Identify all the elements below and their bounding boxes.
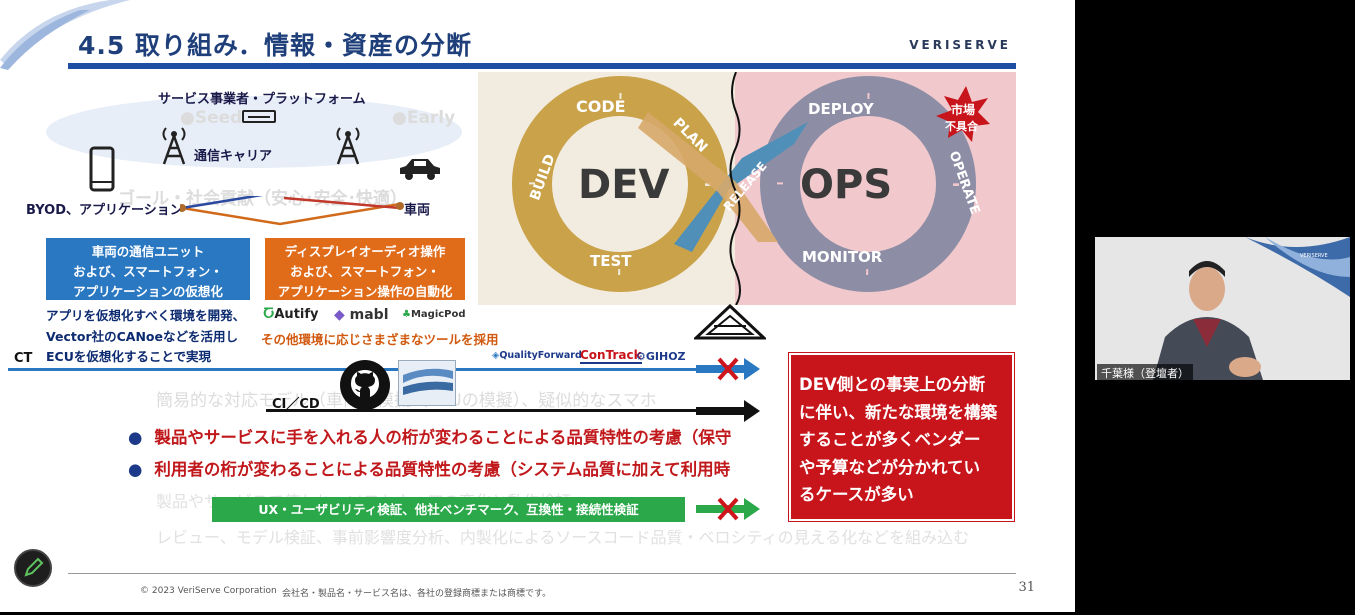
- svg-text:DEPLOY: DEPLOY: [808, 100, 875, 118]
- pencil-icon: [24, 557, 44, 577]
- svg-text:TEST: TEST: [590, 252, 632, 270]
- slide-title: 4.5 取り組み．情報・資産の分断: [78, 31, 472, 60]
- subversion-icon: [398, 360, 456, 406]
- virtualization-desc: アプリを仮想化すべく環境を開発、 Vector社のCANoeなどを活用し ECU…: [46, 308, 246, 364]
- gihoz-logo: ⚙GIHOZ: [636, 350, 686, 363]
- header-swoosh-icon: [0, 0, 130, 70]
- brand-logo: VERISERVE: [909, 38, 1011, 52]
- cicd-arrow-icon: [696, 400, 760, 422]
- speaker-video-frame: VERISERVE: [1095, 237, 1350, 380]
- ghost-line-2: レビュー、モデル検証、事前影響度分析、内製化によるソースコード品質・ベロシティの…: [156, 528, 970, 547]
- bullet-maintainer: ●製品やサービスに手を入れる人の桁が変わることによる品質特性の考慮（保守: [128, 428, 732, 447]
- cross-icon: [717, 497, 739, 521]
- svg-text:MONITOR: MONITOR: [802, 248, 883, 266]
- virtualization-box: 車両の通信ユニット および、スマートフォン・ アプリケーションの仮想化: [44, 236, 252, 302]
- svg-text:市場: 市場: [951, 102, 975, 117]
- svg-text:DEV: DEV: [578, 162, 670, 208]
- vehicle-label: 車両: [404, 203, 431, 218]
- ghost-ellipse: [46, 96, 462, 168]
- qualityforward-logo: ◈QualityForward: [492, 350, 582, 361]
- antenna-icon: [162, 127, 186, 165]
- slide: 4.5 取り組み．情報・資産の分断 VERISERVE ●Seed ●Early…: [0, 0, 1075, 612]
- cross-icon: [717, 357, 739, 381]
- cicd-label: CI／CD: [272, 397, 320, 412]
- autify-logo: ႠAutify: [263, 307, 319, 322]
- divide-triangle-icon: [694, 304, 766, 340]
- automation-box: ディスプレイオーディオ操作 および、スマートフォン・ アプリケーション操作の自動…: [263, 236, 467, 302]
- svg-text:OPS: OPS: [800, 162, 892, 208]
- trademark-notice: 会社名・製品名・サービス名は、各社の登録商標または商標です。: [282, 589, 552, 599]
- ghost-text-seed: ●Seed: [180, 108, 243, 128]
- contrack-logo: ConTrack: [580, 348, 642, 364]
- ghost-text-goal: ゴール・社会貢献（安心･安全･快適）: [118, 189, 407, 209]
- connector-lines: [180, 196, 404, 226]
- ghost-text-early: ●Early: [392, 108, 456, 128]
- router-icon: [242, 110, 276, 123]
- svg-text:CODE: CODE: [576, 97, 626, 116]
- ct-label: CT: [14, 351, 33, 366]
- pencil-button[interactable]: [14, 549, 52, 587]
- copyright: © 2023 VeriServe Corporation: [140, 586, 277, 596]
- svg-text:不具合: 不具合: [945, 119, 979, 133]
- page-number: 31: [1018, 580, 1035, 595]
- cicd-line: [266, 409, 696, 412]
- title-rule: [68, 63, 1016, 69]
- speaker-label: 千葉様（登壇者）: [1097, 364, 1193, 382]
- magicpod-logo: ♣MagicPod: [402, 309, 466, 320]
- github-icon: [340, 360, 390, 410]
- svg-text:VERISERVE: VERISERVE: [1300, 253, 1328, 259]
- service-label: サービス事業者・プラットフォーム: [158, 92, 366, 107]
- ux-verification-bar: UX・ユーザビリティ検証、他社ベンチマーク、互換性・接続性検証: [212, 497, 685, 522]
- car-icon: [400, 159, 440, 180]
- bullet-user: ●利用者の桁が変わることによる品質特性の考慮（システム品質に加えて利用時: [128, 460, 731, 479]
- phone-icon: [89, 146, 115, 192]
- division-note-box: DEV側との事実上の分断 に伴い、新たな環境を構築 することが多くベンダー や予…: [789, 353, 1014, 521]
- automation-desc: その他環境に応じさまざまなツールを採用: [261, 332, 499, 347]
- carrier-label: 通信キャリア: [194, 149, 273, 164]
- mabl-logo: ◆ mabl: [334, 307, 389, 323]
- byod-label: BYOD、アプリケーション: [26, 203, 183, 218]
- footer-rule: [68, 573, 1016, 574]
- speaker-video[interactable]: VERISERVE: [1095, 237, 1350, 380]
- devops-loop: DEV OPS CODE PLAN BUILD TEST RELEASE DEP…: [512, 72, 990, 305]
- antenna-icon: [336, 127, 360, 165]
